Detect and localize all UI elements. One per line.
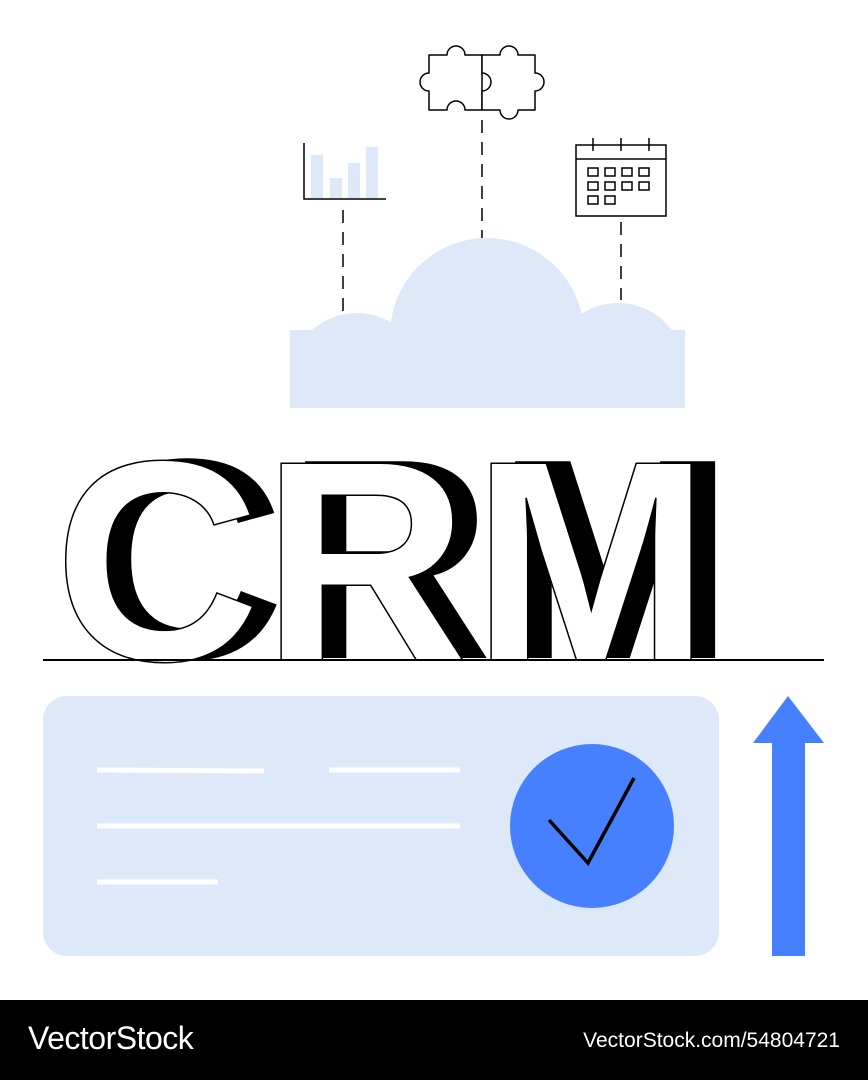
- arrow-up-icon: [753, 696, 824, 956]
- check-icon: [547, 777, 636, 867]
- puzzle-icon: [419, 45, 545, 120]
- letter-m-shadow: M: [496, 399, 734, 719]
- brand-logo: VectorStock: [28, 1020, 194, 1056]
- letter-r: R: [262, 401, 469, 721]
- bar-chart-icon: [303, 143, 386, 200]
- crm-illustration: C C R R M M: [43, 45, 824, 956]
- dashed-connectors: [342, 120, 622, 318]
- calendar-icon: [575, 138, 667, 217]
- document-card: [43, 696, 719, 956]
- letter-m: M: [472, 401, 710, 721]
- crm-headline: C C R R M M: [53, 399, 734, 722]
- image-id: VectorStock.com/54804721: [583, 1029, 840, 1052]
- letter-c: C: [54, 401, 261, 721]
- watermark-footer: VectorStock VectorStock.com/54804721: [0, 1000, 868, 1080]
- letter-r-shadow: R: [286, 399, 493, 719]
- letter-c-shadow: C: [78, 399, 285, 719]
- check-badge: [510, 744, 674, 908]
